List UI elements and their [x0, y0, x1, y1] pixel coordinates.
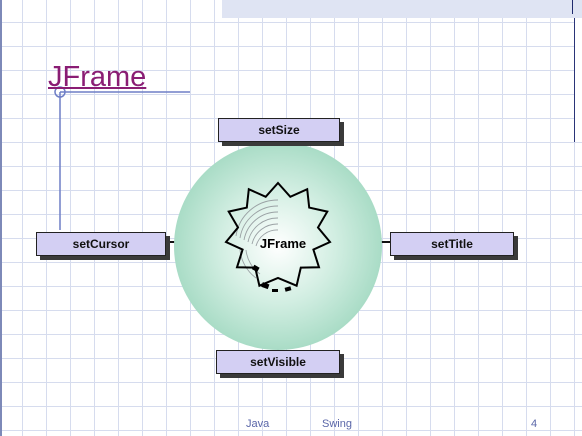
footer-left: Java	[246, 418, 270, 430]
method-box-setvisible: setVisible	[216, 350, 340, 374]
method-box-setcursor: setCursor	[36, 232, 166, 256]
footer-center: Swing	[322, 418, 352, 430]
corner-mark	[572, 0, 573, 14]
scroll-indicator	[574, 18, 582, 142]
accent-marks	[251, 264, 292, 292]
method-box-setsize: setSize	[218, 118, 340, 142]
page-title: JFrame	[48, 61, 147, 93]
center-label: JFrame	[259, 236, 307, 251]
page-number: 4	[531, 418, 538, 430]
left-edge-rule	[0, 0, 2, 436]
header-band	[222, 0, 582, 18]
center-disc	[174, 142, 382, 350]
swirl-arcs	[235, 199, 279, 279]
title-decoration	[54, 86, 190, 230]
method-box-settitle: setTitle	[390, 232, 514, 256]
starburst-shape	[224, 181, 332, 288]
